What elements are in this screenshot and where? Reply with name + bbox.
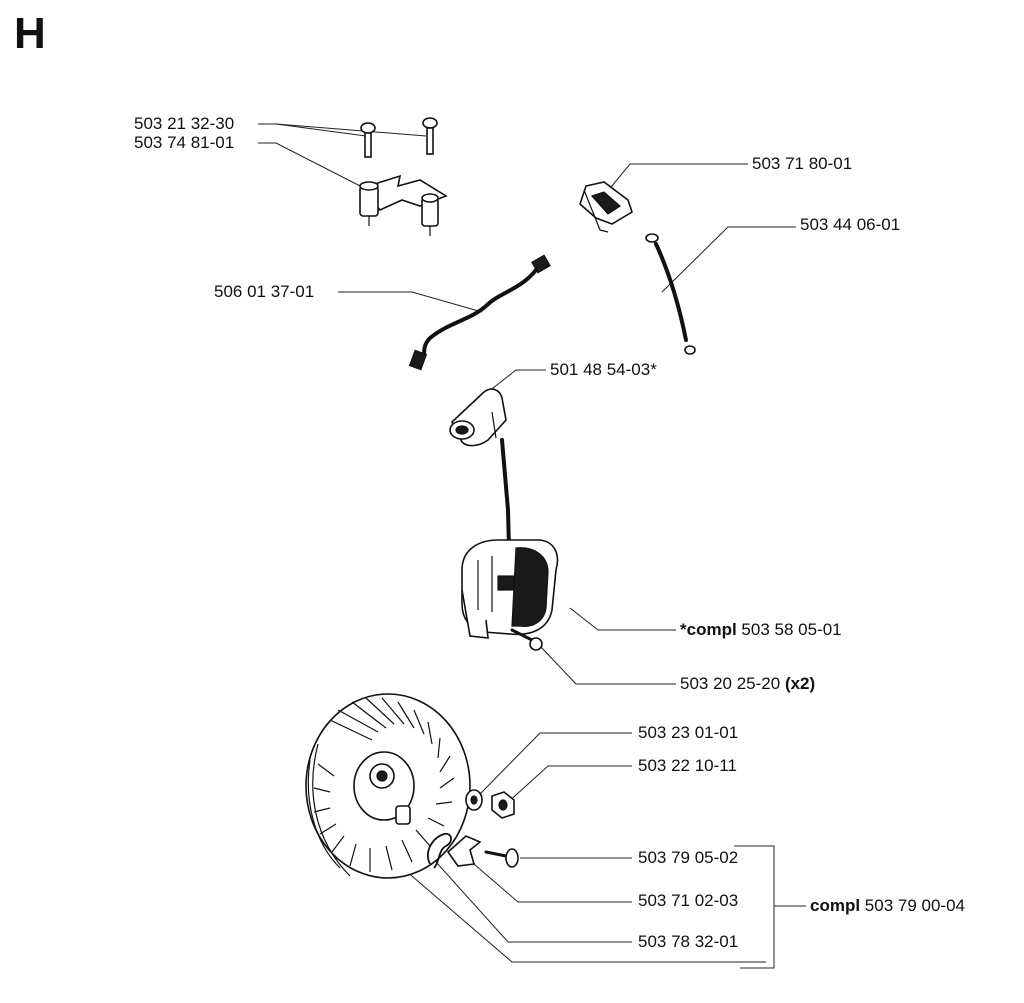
part-number: 503 71 80-01 — [752, 154, 853, 173]
washer-nut-drawing — [465, 789, 515, 819]
part-number: 503 44 06-01 — [800, 215, 901, 234]
part-number: 503 74 81-01 — [134, 133, 235, 152]
part-label-washer: 503 23 01-01 — [638, 723, 738, 743]
short-wire-drawing — [645, 233, 696, 355]
part-number: 503 58 05-01 — [741, 620, 842, 639]
part-quantity: (x2) — [784, 674, 816, 693]
leader-lines — [258, 123, 806, 969]
part-number: 503 78 32-01 — [638, 932, 739, 951]
part-label-spring: 503 78 32-01 — [638, 932, 738, 952]
bracket-drawing — [359, 174, 448, 236]
part-label-wire: 503 44 06-01 — [800, 215, 900, 235]
part-label-screws: 503 21 32-30 — [134, 114, 234, 134]
assembly-number: 503 79 00-04 — [864, 896, 965, 915]
part-label-switch: 503 71 80-01 — [752, 154, 852, 174]
part-number: 503 71 02-03 — [638, 891, 739, 910]
section-letter: H — [14, 9, 46, 58]
flywheel-fins — [313, 697, 455, 872]
part-prefix: *compl — [680, 620, 737, 639]
part-label-spark-plug-cap: 501 48 54-03* — [550, 360, 657, 380]
part-number: 506 01 37-01 — [214, 282, 315, 301]
part-label-ground-cable: 506 01 37-01 — [214, 282, 314, 302]
part-number: 503 21 32-30 — [134, 114, 235, 133]
module-screw-drawing — [510, 628, 543, 651]
ground-cable-drawing — [408, 254, 551, 371]
pawl-assembly-drawing — [427, 832, 519, 869]
part-label-nut: 503 22 10-11 — [638, 756, 737, 776]
part-number: 503 22 10-11 — [638, 756, 737, 775]
ignition-module-drawing — [461, 539, 559, 639]
part-label-pawl-screw: 503 79 05-02 — [638, 848, 738, 868]
flywheel-drawing — [305, 693, 471, 879]
part-label-pawl: 503 71 02-03 — [638, 891, 738, 911]
part-label-module-screw: 503 20 25-20 (x2) — [680, 674, 815, 694]
part-number: 503 20 25-20 — [680, 674, 781, 693]
stop-switch-drawing — [579, 181, 633, 233]
part-number: 503 23 01-01 — [638, 723, 739, 742]
part-number: 501 48 54-03* — [550, 360, 657, 379]
assembly-prefix: compl — [810, 896, 861, 915]
part-label-bracket: 503 74 81-01 — [134, 133, 234, 153]
screw-pair-drawing — [360, 117, 438, 158]
part-label-ignition-module: *compl 503 58 05-01 — [680, 620, 842, 640]
assembly-label: compl 503 79 00-04 — [810, 896, 965, 916]
part-number: 503 79 05-02 — [638, 848, 739, 867]
